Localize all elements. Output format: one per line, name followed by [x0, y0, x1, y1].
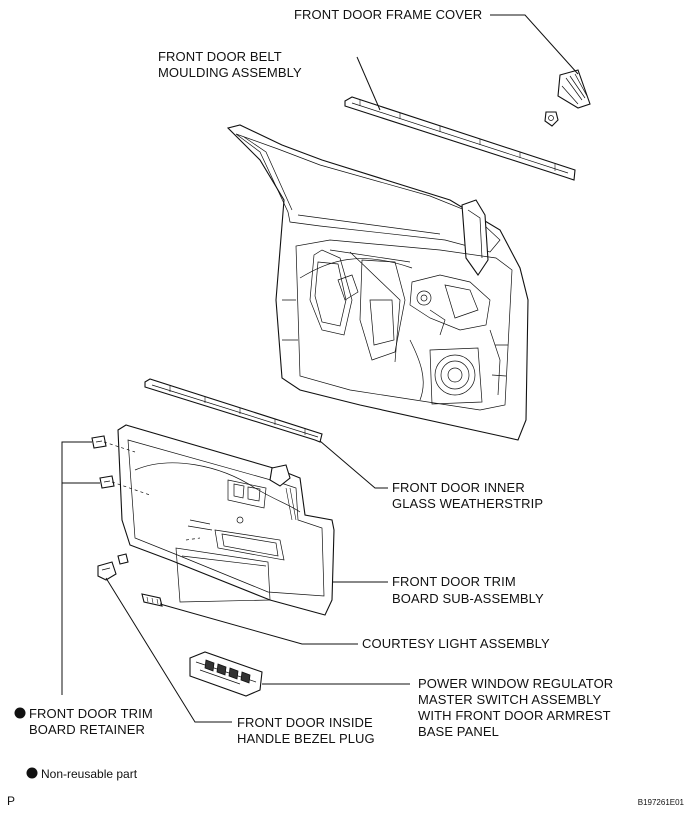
retainer-clip-lower: [99, 475, 115, 489]
label-retainer-line2: BOARD RETAINER: [29, 722, 145, 737]
leader-frame-cover: [490, 14, 579, 75]
clip-dash-lines: [103, 441, 201, 541]
leader-courtesy-light: [159, 603, 358, 645]
trim-board-part: [117, 424, 335, 616]
label-bezel-plug-line2: HANDLE BEZEL PLUG: [237, 731, 375, 746]
legend-bullet-icon: [26, 767, 38, 779]
label-belt-moulding-line2: MOULDING ASSEMBLY: [158, 65, 302, 80]
leader-bezel-plug: [105, 577, 232, 723]
label-inner-weatherstrip-line1: FRONT DOOR INNER: [392, 480, 525, 495]
master-switch-part: [189, 651, 263, 697]
leader-belt-moulding: [356, 56, 381, 111]
label-trim-board-line2: BOARD SUB-ASSEMBLY: [392, 591, 544, 606]
leader-retainer: [61, 441, 100, 695]
bezel-plug-part: [97, 561, 117, 581]
frame-cover-part: [544, 69, 591, 127]
label-belt-moulding-line1: FRONT DOOR BELT: [158, 49, 282, 64]
label-master-switch-line2: MASTER SWITCH ASSEMBLY: [418, 692, 601, 707]
non-reusable-bullet-icon: [14, 707, 26, 719]
label-retainer-line1: FRONT DOOR TRIM: [29, 706, 153, 721]
label-courtesy-light: COURTESY LIGHT ASSEMBLY: [362, 636, 550, 651]
label-bezel-plug-line1: FRONT DOOR INSIDE: [237, 715, 373, 730]
label-trim-board-line1: FRONT DOOR TRIM: [392, 574, 516, 589]
label-master-switch-line3: WITH FRONT DOOR ARMREST: [418, 708, 611, 723]
label-inner-weatherstrip-line2: GLASS WEATHERSTRIP: [392, 496, 543, 511]
courtesy-light-part: [141, 593, 163, 607]
legend-non-reusable: Non-reusable part: [41, 767, 138, 781]
leader-inner-weatherstrip: [319, 440, 388, 489]
label-frame-cover: FRONT DOOR FRAME COVER: [294, 7, 482, 22]
footer-left-code: P: [7, 794, 15, 808]
label-master-switch-line1: POWER WINDOW REGULATOR: [418, 676, 613, 691]
retainer-clip-upper: [91, 435, 107, 449]
label-master-switch-line4: BASE PANEL: [418, 724, 499, 739]
inner-weatherstrip-part: [144, 378, 323, 443]
footer-figure-id: B197261E01: [638, 798, 685, 807]
belt-moulding-part: [344, 96, 576, 181]
door-shell-part: [226, 124, 529, 441]
retainer-clip-screw: [117, 553, 129, 565]
